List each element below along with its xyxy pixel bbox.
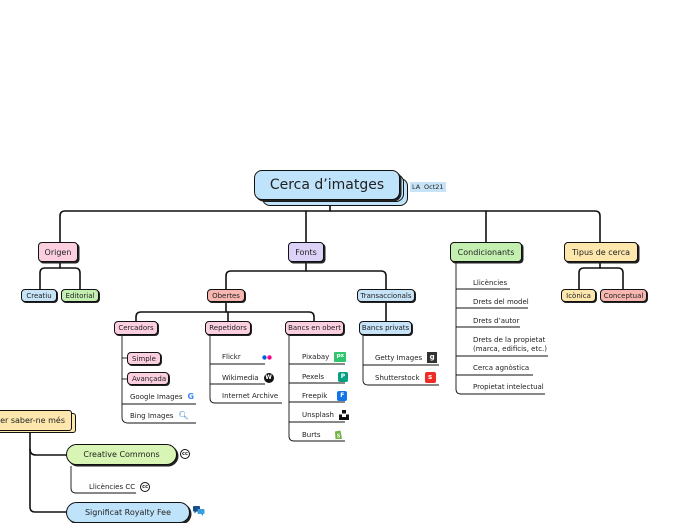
leaf-burts-label: Burts	[302, 430, 321, 439]
leaf-cerca-agnostica[interactable]: Cerca agnòstica	[473, 364, 529, 372]
shutterstock-icon: s	[424, 372, 436, 383]
leaf-pexels[interactable]: Pexels P	[302, 372, 348, 382]
branch-origen-label: Origen	[44, 247, 72, 257]
leaf-bing-images-label: Bing Images	[130, 412, 174, 420]
node-creative-commons[interactable]: Creative Commons	[66, 444, 177, 465]
pixabay-icon: px	[334, 352, 347, 362]
root-title: Cerca d’imatges	[269, 177, 385, 193]
node-obertes[interactable]: Obertes	[207, 289, 245, 302]
node-simple-label: Simple	[132, 354, 156, 363]
freepik-icon: F	[337, 391, 348, 401]
branch-fonts-label: Fonts	[295, 247, 317, 257]
wikimedia-icon: W	[263, 373, 274, 383]
node-transaccionals-label: Transaccionals	[360, 291, 412, 300]
node-royalty-fee-label: Significat Royalty Fee	[84, 508, 172, 517]
burst-icon: S	[334, 429, 343, 440]
node-obertes-label: Obertes	[212, 291, 240, 300]
leaf-drets-propietat[interactable]: Drets de la propietat	[473, 336, 545, 344]
node-avancada[interactable]: Avançada	[127, 372, 169, 385]
node-bancs-privats-label: Bancs privats	[361, 324, 410, 332]
branch-condicionants-label: Condicionants	[457, 247, 515, 257]
node-simple[interactable]: Simple	[127, 352, 161, 365]
bing-icon: 🔍︎	[178, 411, 189, 420]
branch-fonts[interactable]: Fonts	[288, 242, 324, 262]
leaf-burts[interactable]: Burts S	[302, 429, 343, 440]
leaf-drets-propietat-label: Drets de la propietat	[473, 336, 546, 344]
leaf-propietat-intelectual-label: Propietat intelectual	[473, 383, 544, 391]
node-bancs-en-obert[interactable]: Bancs en obert	[285, 321, 344, 335]
leaf-shutterstock-label: Shutterstock	[375, 373, 420, 382]
creative-commons-icon: cc	[180, 449, 190, 459]
leaf-drets-autor-label: Drets d’autor	[473, 317, 520, 325]
getty-icon: g	[427, 352, 438, 363]
branch-origen[interactable]: Origen	[38, 242, 78, 262]
tag-la: LA	[410, 182, 423, 192]
node-conceptual-label: Conceptual	[603, 291, 644, 300]
leaf-bing-images[interactable]: Bing Images 🔍︎	[130, 411, 189, 421]
leaf-propietat-intelectual[interactable]: Propietat intelectual	[473, 383, 544, 391]
node-cercadors-label: Cercadors	[118, 324, 154, 332]
leaf-pixabay[interactable]: Pixabay px	[302, 352, 347, 362]
node-saber-ne-mes[interactable]: er saber-ne més	[0, 410, 72, 431]
leaf-flickr[interactable]: Flickr	[222, 353, 272, 361]
node-bancs-en-obert-label: Bancs en obert	[288, 324, 341, 332]
node-creatiu[interactable]: Creatiu	[21, 289, 57, 302]
leaf-llicencies[interactable]: Llicències	[473, 279, 507, 287]
branch-condicionants[interactable]: Condicionants	[450, 242, 522, 262]
leaf-drets-del-model[interactable]: Drets del model	[473, 298, 529, 306]
node-cercadors[interactable]: Cercadors	[114, 321, 158, 335]
node-editorial-label: Editorial	[65, 291, 95, 300]
node-repetidors-label: Repetidors	[209, 324, 247, 332]
pexels-icon: P	[337, 372, 348, 382]
node-saber-ne-mes-label: er saber-ne més	[0, 416, 65, 425]
leaf-drets-propietat-detail-label: (marca, edificis, etc.)	[473, 345, 548, 353]
leaf-getty-images[interactable]: Getty Images g	[375, 352, 438, 363]
tag-date: Oct21	[422, 182, 446, 192]
leaf-internet-archive-label: Internet Archive	[222, 392, 279, 400]
leaf-wikimedia[interactable]: Wikimedia W	[222, 373, 274, 383]
node-repetidors[interactable]: Repetidors	[205, 321, 251, 335]
svg-text:S: S	[336, 434, 340, 440]
leaf-llicencies-cc[interactable]: Llicències CC cc	[89, 482, 151, 492]
node-transaccionals[interactable]: Transaccionals	[357, 289, 415, 302]
leaf-getty-images-label: Getty Images	[375, 353, 423, 362]
leaf-unsplash[interactable]: Unsplash	[302, 410, 349, 420]
leaf-google-images-label: Google Images	[130, 393, 183, 401]
node-iconica[interactable]: Icònica	[561, 289, 596, 302]
node-creative-commons-label: Creative Commons	[83, 450, 160, 459]
leaf-pexels-label: Pexels	[302, 373, 324, 381]
google-icon: G	[187, 392, 195, 401]
node-iconica-label: Icònica	[566, 291, 591, 300]
node-editorial[interactable]: Editorial	[61, 289, 99, 302]
leaf-drets-del-model-label: Drets del model	[473, 298, 529, 306]
node-conceptual[interactable]: Conceptual	[600, 289, 647, 302]
unsplash-icon	[338, 410, 349, 420]
branch-tipus-de-cerca[interactable]: Tipus de cerca	[564, 242, 638, 262]
leaf-freepik-label: Freepik	[302, 392, 328, 400]
leaf-internet-archive[interactable]: Internet Archive	[222, 392, 278, 400]
leaf-cerca-agnostica-label: Cerca agnòstica	[473, 364, 530, 372]
leaf-pixabay-label: Pixabay	[302, 353, 330, 361]
cc-license-icon: cc	[140, 482, 151, 492]
leaf-llicencies-label: Llicències	[473, 279, 508, 287]
leaf-google-images[interactable]: Google Images G	[130, 392, 195, 402]
root-node[interactable]: Cerca d’imatges	[254, 170, 400, 200]
leaf-shutterstock[interactable]: Shutterstock s	[375, 372, 436, 383]
branch-tipus-label: Tipus de cerca	[572, 247, 630, 257]
leaf-flickr-label: Flickr	[222, 353, 241, 361]
leaf-freepik[interactable]: Freepik F	[302, 391, 348, 401]
leaf-llicencies-cc-label: Llicències CC	[89, 483, 136, 491]
flickr-icon	[262, 354, 272, 360]
node-avancada-label: Avançada	[132, 374, 167, 383]
leaf-drets-propietat-detail: (marca, edificis, etc.)	[473, 345, 547, 353]
comments-icon[interactable]	[193, 506, 205, 516]
node-bancs-privats[interactable]: Bancs privats	[359, 321, 412, 335]
leaf-wikimedia-label: Wikimedia	[222, 374, 259, 382]
node-creatiu-label: Creatiu	[26, 291, 52, 300]
leaf-unsplash-label: Unsplash	[302, 411, 334, 419]
leaf-drets-autor[interactable]: Drets d’autor	[473, 317, 519, 325]
